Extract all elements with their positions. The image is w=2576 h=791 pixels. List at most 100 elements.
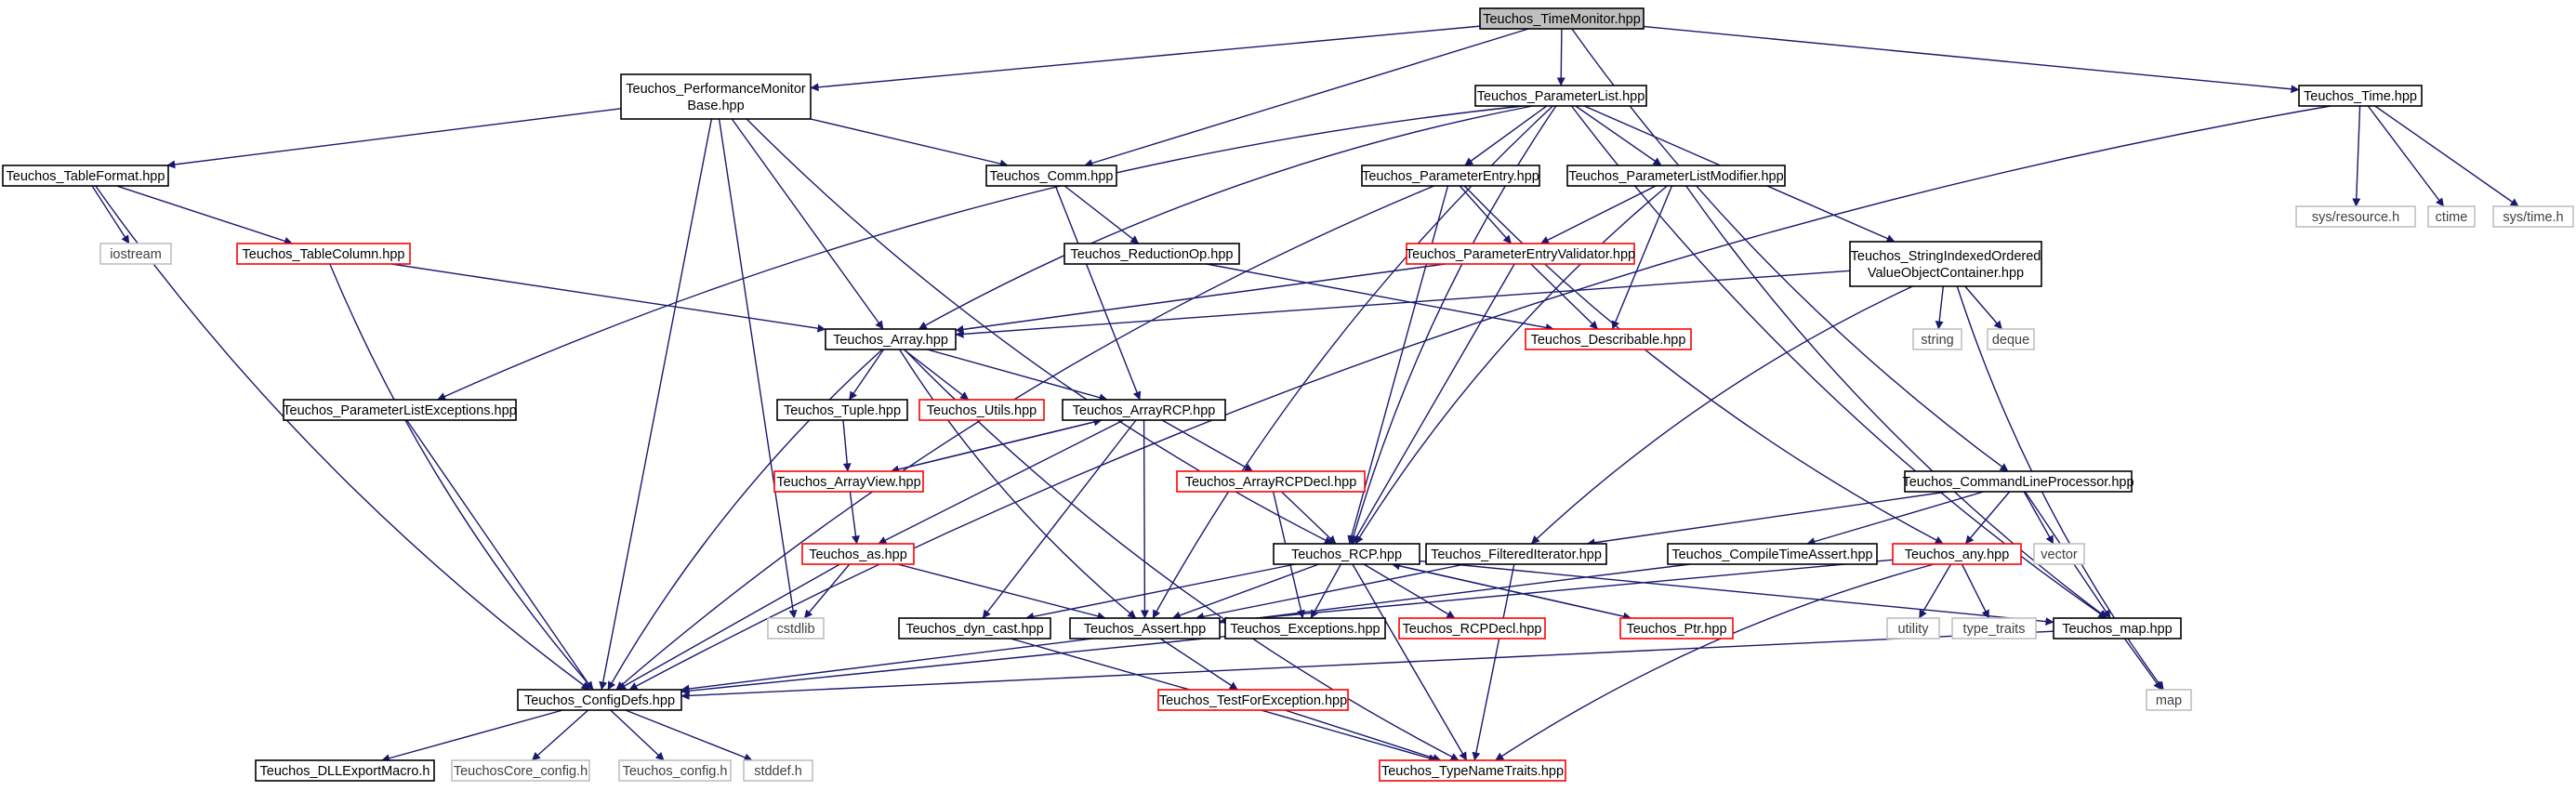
node-teuchos-parameterlist-hpp[interactable]: Teuchos_ParameterList.hpp [1474,85,1647,107]
node-map[interactable]: map [2146,689,2192,711]
node-box [1886,617,1940,639]
node-teuchos-testforexception-hpp[interactable]: Teuchos_TestForException.hpp [1157,689,1349,711]
node-teuchos-arrayrcpdecl-hpp[interactable]: Teuchos_ArrayRCPDecl.hpp [1176,470,1366,493]
node-teuchos-any-hpp[interactable]: Teuchos_any.hpp [1892,543,2022,565]
node-teuchos-stringindexedordered-valueobjectcontainer-hpp[interactable]: Teuchos_StringIndexedOrderedValueObjectC… [1849,241,2042,287]
edge-arrayrcp-to-dyncast [982,419,1137,619]
node-teuchos-filterediterator-hpp[interactable]: Teuchos_FilteredIterator.hpp [1425,543,1607,565]
node-ctime[interactable]: ctime [2427,205,2476,228]
node-label: Base.hpp [687,99,744,113]
edge-paramentry-to-any [1463,185,1944,545]
node-teuchos-config-h[interactable]: Teuchos_config.h [618,759,732,782]
edge-filtered-to-typenametraits [1472,563,1515,761]
node-teuchos-compiletimeassert-hpp[interactable]: Teuchos_CompileTimeAssert.hpp [1667,543,1878,565]
node-label: Teuchos_as.hpp [809,547,907,562]
node-sys-time-h[interactable]: sys/time.h [2492,205,2574,228]
edge-time-to-configdefs [628,105,2332,691]
edge-time-to-sysresource [2352,105,2361,207]
edge-tablecolumn-to-configdefs [329,263,594,691]
edge-tableformat-to-iostream [91,185,130,244]
node-teuchos-parameterlistmodifier-hpp[interactable]: Teuchos_ParameterListModifier.hpp [1566,165,1786,187]
node-teuchos-utils-hpp[interactable]: Teuchos_Utils.hpp [918,399,1045,421]
node-label: Teuchos_PerformanceMonitor [626,82,806,97]
edge-sioc-to-array [955,270,1851,338]
edge-perfmon-to-array [731,118,884,330]
node-teuchos-tuple-hpp[interactable]: Teuchos_Tuple.hpp [776,399,908,421]
node-teuchos-comm-hpp[interactable]: Teuchos_Comm.hpp [985,165,1117,187]
edge-perfmon-to-tableformat [166,108,622,169]
node-teuchos-reductionop-hpp[interactable]: Teuchos_ReductionOp.hpp [1063,243,1240,265]
node-cstdlib[interactable]: cstdlib [767,617,825,639]
node-string[interactable]: string [1912,328,1962,350]
node-iostream[interactable]: iostream [99,243,172,265]
edge-sioc-to-string [1935,285,1945,330]
node-teuchos-describable-hpp[interactable]: Teuchos_Describable.hpp [1525,328,1692,350]
node-sys-resource-h[interactable]: sys/resource.h [2295,205,2416,228]
node-box [1425,543,1607,565]
edge-clp-to-filtered [1586,491,1948,547]
edge-clp-to-compileassert [1806,491,1984,546]
node-box [1379,759,1566,782]
node-teuchos-dyn-cast-hpp[interactable]: Teuchos_dyn_cast.hpp [898,617,1051,639]
edge-arrayrcp-to-assert [1140,419,1149,619]
node-box [773,470,924,493]
node-teuchoscore-config-h[interactable]: TeuchosCore_config.h [451,759,590,782]
node-teuchos-arrayrcp-hpp[interactable]: Teuchos_ArrayRCP.hpp [1062,399,1226,421]
node-teuchos-rcpdecl-hpp[interactable]: Teuchos_RCPDecl.hpp [1398,617,1546,639]
node-teuchos-tableformat-hpp[interactable]: Teuchos_TableFormat.hpp [2,165,169,187]
node-deque[interactable]: deque [1987,328,2035,350]
node-box [283,399,517,421]
node-box [2,165,169,187]
edge-clp-to-any [1964,491,2011,545]
edge-array-to-utils [903,349,970,401]
node-label: Teuchos_Ptr.hpp [1626,622,1726,637]
node-teuchos-tablecolumn-hpp[interactable]: Teuchos_TableColumn.hpp [236,243,411,265]
node-teuchos-parameterentry-hpp[interactable]: Teuchos_ParameterEntry.hpp [1361,165,1540,187]
node-label: iostream [110,247,162,262]
node-teuchos-ptr-hpp[interactable]: Teuchos_Ptr.hpp [1619,617,1734,639]
node-utility[interactable]: utility [1886,617,1940,639]
node-label: vector [2041,547,2078,562]
node-label: sys/resource.h [2312,210,2399,225]
edges-layer [91,25,2519,763]
node-teuchos-exceptions-hpp[interactable]: Teuchos_Exceptions.hpp [1224,617,1386,639]
edge-ptr-to-rcp [1391,561,1631,619]
node-teuchos-typenametraits-hpp[interactable]: Teuchos_TypeNameTraits.hpp [1379,759,1566,782]
node-teuchos-parameterlistexceptions-hpp[interactable]: Teuchos_ParameterListExceptions.hpp [283,399,517,421]
node-teuchos-arrayview-hpp[interactable]: Teuchos_ArrayView.hpp [773,470,924,493]
node-teuchos-assert-hpp[interactable]: Teuchos_Assert.hpp [1069,617,1221,639]
node-label: Teuchos_RCPDecl.hpp [1403,622,1542,637]
node-teuchos-configdefs-hpp[interactable]: Teuchos_ConfigDefs.hpp [517,689,682,711]
node-teuchos-rcp-hpp[interactable]: Teuchos_RCP.hpp [1273,543,1420,565]
edge-rcp-to-dyncast [1025,563,1296,621]
node-stddef-h[interactable]: stddef.h [743,759,813,782]
node-label: Teuchos_Comm.hpp [990,169,1114,184]
node-teuchos-time-hpp[interactable]: Teuchos_Time.hpp [2298,85,2423,107]
edge-array-to-tuple [848,349,885,401]
edge-perfmon-to-rcp [746,118,1333,545]
node-teuchos-dllexportmacro-h[interactable]: Teuchos_DLLExportMacro.h [255,759,435,782]
edge-paramlist-to-paramentry [1464,105,1548,166]
edge-arrayrcp-to-arrayrcpdecl [1161,419,1253,472]
node-teuchos-commandlineprocessor-hpp[interactable]: Teuchos_CommandLineProcessor.hpp [1902,470,2134,493]
edge-paramlist-to-plmodifier [1575,105,1662,166]
node-box [1157,689,1349,711]
node-label: Teuchos_Tuple.hpp [784,403,901,418]
edge-paramlist-to-array [918,105,1533,330]
node-teuchos-timemonitor-hpp[interactable]: Teuchos_TimeMonitor.hpp [1479,7,1645,30]
node-teuchos-as-hpp[interactable]: Teuchos_as.hpp [801,543,915,565]
edge-any-to-assert [1219,559,1894,626]
nodes-layer: Teuchos_TimeMonitor.hppTeuchos_Performan… [2,7,2574,782]
node-teuchos-parameterentryvalidator-hpp[interactable]: Teuchos_ParameterEntryValidator.hpp [1406,243,1635,265]
node-teuchos-array-hpp[interactable]: Teuchos_Array.hpp [825,328,957,350]
node-label: Teuchos_TableFormat.hpp [7,169,165,184]
node-type-traits[interactable]: type_traits [1951,617,2037,639]
node-box [255,759,435,782]
node-vector[interactable]: vector [2033,543,2085,565]
node-label: cstdlib [776,622,814,637]
node-teuchos-map-hpp[interactable]: Teuchos_map.hpp [2053,617,2182,639]
node-label: Teuchos_DLLExportMacro.h [260,764,430,779]
node-label: Teuchos_ParameterListModifier.hpp [1568,169,1783,184]
edge-exceptions-to-configdefs [680,636,1226,695]
